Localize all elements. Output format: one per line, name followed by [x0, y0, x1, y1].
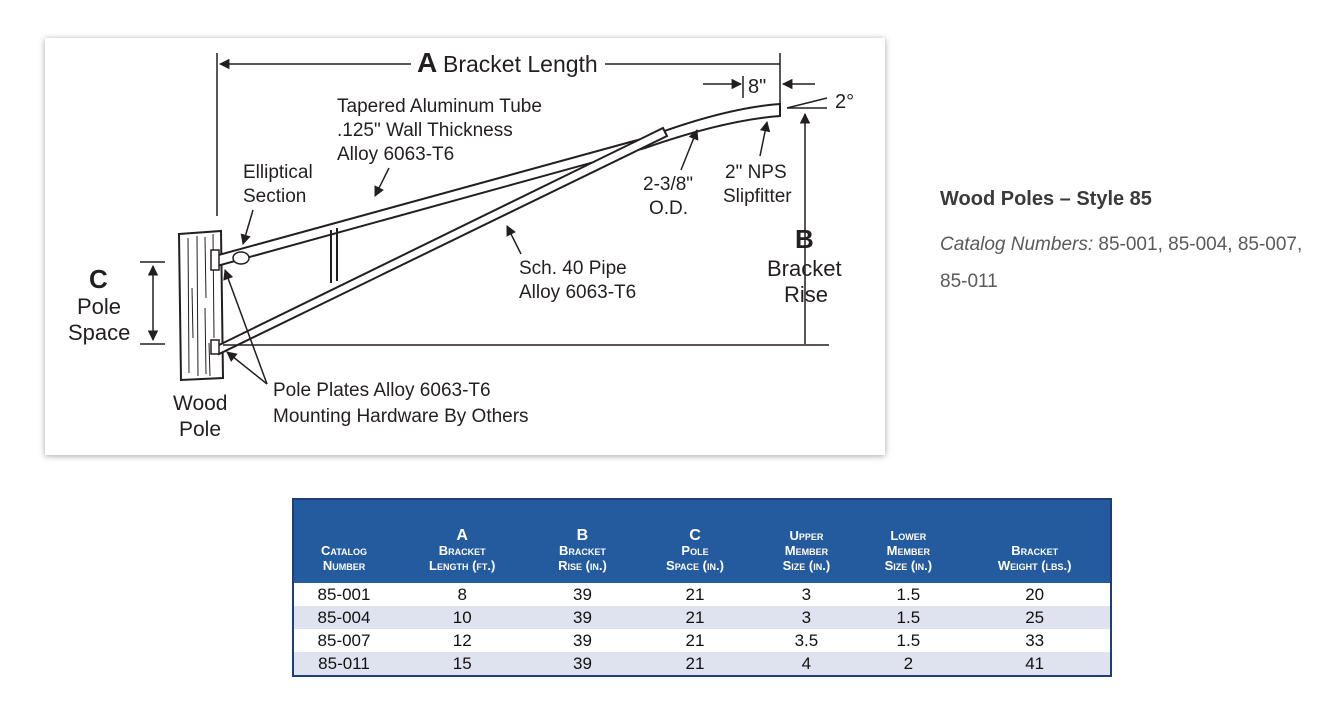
- callout-tube-line2: .125" Wall Thickness: [337, 120, 513, 141]
- table-cell: 85-007: [293, 629, 395, 652]
- table-cell: 3.5: [755, 629, 858, 652]
- dim-c-letter: C: [89, 264, 108, 294]
- bracket-diagram: A Bracket Length 8" 2° B Bracket Rise: [45, 38, 885, 455]
- callout-pipe-line2: Alloy 6063-T6: [519, 282, 636, 303]
- table-cell: 20: [959, 583, 1111, 606]
- dim-a-letter: A: [417, 47, 437, 78]
- catalog-numbers: Catalog Numbers: 85-001, 85-004, 85-007,…: [940, 226, 1320, 300]
- bracket-diagram-drawing: A Bracket Length 8" 2° B Bracket Rise: [68, 47, 854, 441]
- table-cell: 39: [530, 606, 635, 629]
- callout-tube-line1: Tapered Aluminum Tube: [337, 96, 542, 117]
- dim-c-line1: Pole: [77, 294, 121, 319]
- table-cell: 21: [634, 583, 756, 606]
- table-cell: 10: [394, 606, 531, 629]
- table-row: 85-004 10 39 21 3 1.5 25: [293, 606, 1111, 629]
- callout-elliptical-line1: Elliptical: [243, 162, 313, 183]
- callout-plates-line1: Pole Plates Alloy 6063-T6: [273, 380, 491, 401]
- dim-c-line2: Space: [68, 320, 130, 345]
- table-cell: 39: [530, 583, 635, 606]
- product-info: Wood Poles – Style 85 Catalog Numbers: 8…: [940, 185, 1320, 300]
- table-cell: 39: [530, 629, 635, 652]
- callout-nps-line1: 2" NPS: [725, 162, 787, 183]
- callout-pipe-line1: Sch. 40 Pipe: [519, 258, 627, 279]
- table-cell: 2: [857, 652, 960, 676]
- table-cell: 25: [959, 606, 1111, 629]
- callout-elliptical-line2: Section: [243, 186, 306, 207]
- table-row: 85-001 8 39 21 3 1.5 20: [293, 583, 1111, 606]
- table-cell: 3: [755, 583, 858, 606]
- table-cell: 1.5: [857, 606, 960, 629]
- table-cell: 21: [634, 606, 756, 629]
- table-cell: 15: [394, 652, 531, 676]
- table-row: 85-011 15 39 21 4 2 41: [293, 652, 1111, 676]
- table-cell: 1.5: [857, 629, 960, 652]
- table-cell: 85-001: [293, 583, 395, 606]
- table-cell: 8: [394, 583, 531, 606]
- table-row: 85-007 12 39 21 3.5 1.5 33: [293, 629, 1111, 652]
- callout-od-line2: O.D.: [649, 198, 688, 219]
- dim-2deg-label: 2°: [835, 91, 854, 113]
- table-cell: 85-004: [293, 606, 395, 629]
- table-cell: 3: [755, 606, 858, 629]
- callout-od-line1: 2-3/8": [643, 174, 693, 195]
- table-cell: 41: [959, 652, 1111, 676]
- table-cell: 21: [634, 652, 756, 676]
- dim-b-line2: Rise: [784, 282, 828, 307]
- table-cell: 85-011: [293, 652, 395, 676]
- catalog-numbers-values: 85-001, 85-004, 85-007, 85-011: [940, 234, 1303, 292]
- product-title: Wood Poles – Style 85: [940, 188, 1152, 210]
- dim-a-label: Bracket Length: [443, 51, 598, 77]
- callout-nps-line2: Slipfitter: [723, 186, 792, 207]
- table-cell: 33: [959, 629, 1111, 652]
- table-cell: 4: [755, 652, 858, 676]
- dim-b-letter: B: [795, 224, 814, 254]
- callout-wood-line2: Pole: [179, 418, 221, 441]
- callout-wood-line1: Wood: [173, 392, 227, 415]
- catalog-numbers-label: Catalog Numbers:: [940, 234, 1094, 255]
- table-cell: 12: [394, 629, 531, 652]
- dim-b-line1: Bracket: [767, 256, 842, 281]
- dim-8in-label: 8": [748, 76, 766, 98]
- table-cell: 39: [530, 652, 635, 676]
- callout-tube-line3: Alloy 6063-T6: [337, 144, 454, 165]
- table-cell: 21: [634, 629, 756, 652]
- table-cell: 1.5: [857, 583, 960, 606]
- callout-plates-line2: Mounting Hardware By Others: [273, 406, 529, 427]
